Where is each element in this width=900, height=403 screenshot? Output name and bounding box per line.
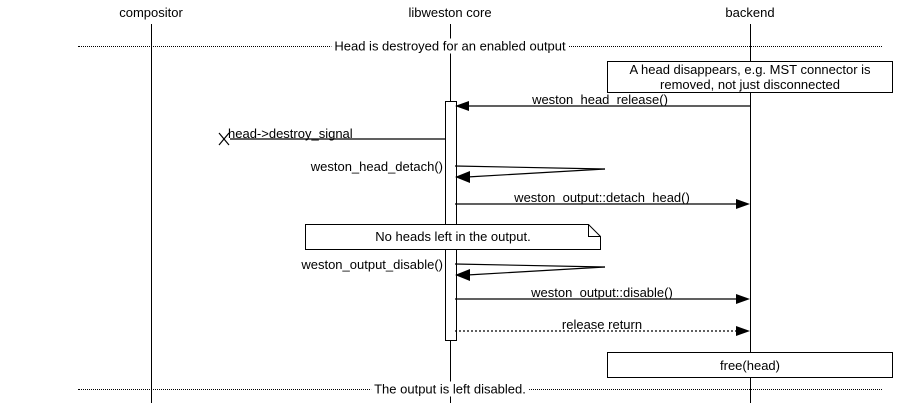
divider-bottom-label: The output is left disabled. [371, 381, 529, 397]
activation-bar-libweston-core [445, 101, 457, 341]
divider-top-label: Head is destroyed for an enabled output [331, 38, 569, 54]
arrow-head-destroy-signal [218, 132, 445, 146]
arrow-weston-output-disable-self [454, 263, 606, 281]
participant-label-backend: backend [725, 5, 775, 20]
message-label-weston-head-detach: weston_head_detach() [310, 159, 443, 174]
arrow-weston-output-detach-head [455, 199, 750, 209]
note-free-head-text: free(head) [720, 357, 780, 373]
message-label-weston-output-disable-backend: weston_output::disable() [531, 285, 673, 300]
arrow-release-return [455, 326, 750, 336]
note-head-disappears-line-2: removed, not just disconnected [660, 77, 840, 92]
arrow-weston-head-detach-self [454, 165, 606, 183]
message-label-release-return: release return [561, 317, 643, 332]
message-label-weston-head-release: weston_head_release() [532, 92, 668, 107]
arrow-weston-head-release [455, 101, 750, 111]
message-label-head-destroy-signal: head->destroy_signal [228, 126, 353, 141]
lifeline-backend [750, 24, 751, 403]
note-head-disappears: A head disappears, e.g. MST connector is… [607, 61, 893, 93]
note-dogear-shape [305, 224, 601, 250]
note-no-heads-left: No heads left in the output. [305, 224, 601, 250]
arrow-weston-output-disable-backend [455, 294, 750, 304]
lifeline-compositor [151, 24, 152, 403]
note-head-disappears-line-1: A head disappears, e.g. MST connector is [629, 62, 871, 77]
participant-label-libweston-core: libweston core [408, 5, 492, 20]
participant-label-compositor: compositor [119, 5, 183, 20]
message-label-weston-output-disable: weston_output_disable() [301, 257, 443, 272]
message-label-weston-output-detach-head: weston_output::detach_head() [514, 190, 690, 205]
note-free-head: free(head) [607, 352, 893, 378]
note-no-heads-left-text: No heads left in the output. [375, 229, 531, 244]
